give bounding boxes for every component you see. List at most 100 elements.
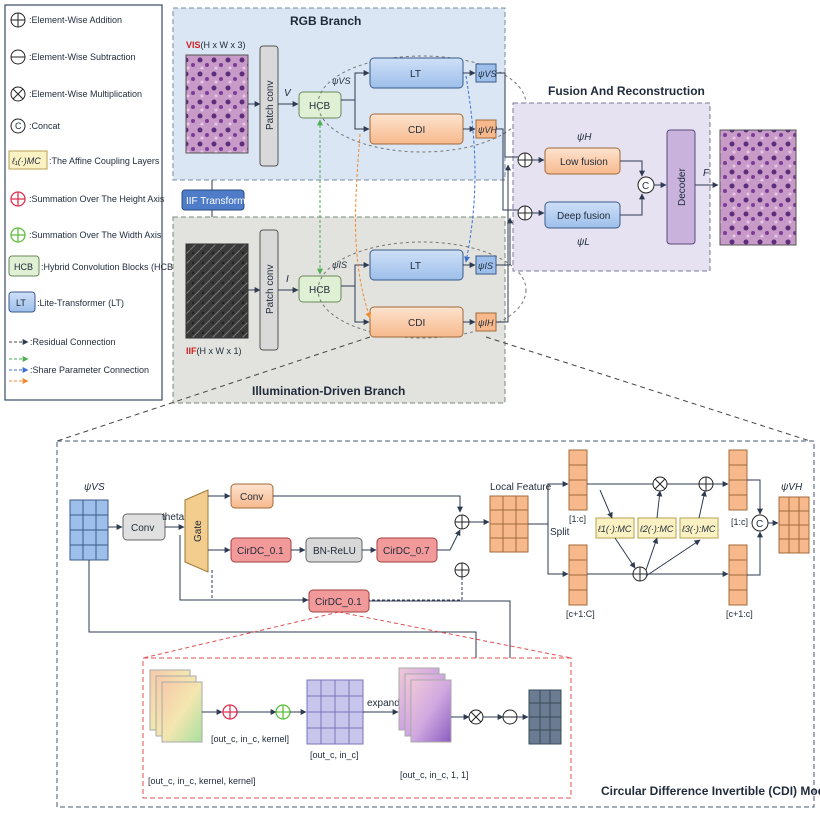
legend-item-share: :Share Parameter Connection: [9, 356, 149, 384]
iif-input-image: [185, 243, 249, 339]
legend-item-width-sum: :Summation Over The Width Axis: [10, 227, 162, 243]
illum-dashed-loop: [317, 241, 527, 339]
legend-frame: [4, 4, 163, 401]
svg-text:HCB: HCB: [14, 262, 33, 272]
right-bottom-label: [c+1:c]: [726, 609, 753, 619]
split-bottom-label: [c+1:C]: [566, 609, 595, 619]
iif-label: IIF(H x W x 1): [186, 346, 242, 356]
svg-text:ℓ2(·):MC: ℓ2(·):MC: [639, 524, 674, 534]
svg-text:Patch conv: Patch conv: [265, 265, 276, 314]
cdi-input-psi: ψVS: [84, 482, 105, 493]
legend-item-height-sum: :Summation Over The Height Axis: [10, 191, 165, 207]
legend-item-addition: :Element-Wise Addition: [10, 12, 122, 28]
cirdc-output-tensor: [528, 689, 562, 745]
svg-text:Decoder: Decoder: [677, 168, 688, 206]
rgb-branch-title: RGB Branch: [290, 14, 361, 28]
svg-text:ψIS: ψIS: [478, 261, 493, 271]
legend-label: :Residual Connection: [30, 337, 116, 347]
legend-label: :Element-Wise Multiplication: [29, 89, 142, 99]
svg-text:Low fusion: Low fusion: [560, 157, 608, 168]
fusion-reconstruction: Fusion And Reconstruction ψH Low fusion …: [496, 72, 797, 323]
rgb-hcb: [298, 91, 342, 119]
svg-text:CirDC_0.7: CirDC_0.7: [383, 546, 430, 557]
svg-text:CirDC_0.1: CirDC_0.1: [237, 546, 284, 557]
legend-label: :Summation Over The Width Axis: [29, 230, 162, 240]
expand-label: expand: [367, 698, 400, 709]
legend-label: :Element-Wise Subtraction: [29, 52, 136, 62]
psi-h-label: ψH: [577, 132, 592, 143]
affine-coupling-icon: [8, 150, 48, 170]
legend-label: :Share Parameter Connection: [30, 365, 149, 375]
share-parameter-connections: [317, 75, 476, 319]
svg-text:LT: LT: [16, 298, 26, 308]
f-label: F: [703, 168, 710, 179]
rgb-branch: RGB Branch VIS(H x W x 3) Patch conv V H…: [172, 7, 527, 181]
legend-label: :Concat: [29, 121, 61, 131]
svg-text:Gate: Gate: [193, 520, 204, 542]
legend-item-residual: :Residual Connection: [9, 337, 116, 347]
vis-label: VIS(H x W x 3): [186, 40, 246, 50]
svg-text:CirDC_0.1: CirDC_0.1: [315, 597, 362, 608]
local-feature-label: Local Feature: [490, 482, 552, 493]
legend-label: :Hybrid Convolution Blocks (HCB): [41, 262, 176, 272]
svg-text:Patch conv: Patch conv: [265, 81, 276, 130]
i-label: I: [286, 274, 289, 285]
decoder: [666, 129, 696, 245]
fusion-title: Fusion And Reconstruction: [548, 84, 705, 98]
svg-text:Conv: Conv: [240, 492, 263, 503]
gate: [184, 489, 209, 573]
split-top-tensor: [568, 449, 588, 511]
svg-text:ψVS: ψVS: [478, 69, 497, 79]
kernel-matrix: [306, 679, 364, 745]
svg-text:HCB: HCB: [309, 285, 330, 296]
right-top-tensor: [728, 449, 748, 511]
rgb-psi-s: ψVS: [332, 76, 351, 86]
legend-item-lt: LT :Lite-Transformer (LT): [8, 291, 124, 313]
iif-transform-box: [181, 189, 245, 211]
svg-text:Conv: Conv: [131, 523, 154, 534]
legend-label: :Summation Over The Height Axis: [29, 194, 165, 204]
svg-text:LT: LT: [410, 261, 421, 272]
v-label: V: [284, 88, 292, 99]
illumination-branch: IIF(H x W x 1) Patch conv I HCB ψIS LT C…: [172, 216, 527, 404]
vis-input-image: [185, 54, 249, 154]
cdi-output-psi: ψVH: [781, 482, 803, 493]
legend-label: :The Affine Coupling Layers: [49, 156, 160, 166]
right-top-label: [1:c]: [731, 517, 748, 527]
svg-text:IIF Transform: IIF Transform: [186, 196, 245, 207]
svg-text:Deep fusion: Deep fusion: [557, 211, 610, 222]
svg-text:LT: LT: [410, 69, 421, 80]
zoom-line-left: [56, 336, 371, 442]
svg-text:ℓ1(·):MC: ℓ1(·):MC: [597, 524, 632, 534]
legend-item-hcb: HCB :Hybrid Convolution Blocks (HCB): [8, 255, 176, 277]
theta-label: theta: [162, 512, 185, 523]
svg-text:ℓ₁(·)MC: ℓ₁(·)MC: [11, 156, 41, 166]
right-bottom-tensor: [728, 544, 748, 606]
kernel-stack-1: [149, 669, 203, 743]
shape3-label: [out_c, in_c]: [310, 750, 359, 760]
legend-label: :Element-Wise Addition: [29, 15, 122, 25]
svg-text:BN-ReLU: BN-ReLU: [313, 546, 356, 557]
illum-psi-s: ψIS: [332, 260, 347, 270]
legend-item-subtraction: :Element-Wise Subtraction: [10, 49, 136, 65]
legend-label: :Lite-Transformer (LT): [37, 298, 124, 308]
svg-text:ψVH: ψVH: [478, 125, 498, 135]
svg-text:ψIH: ψIH: [478, 318, 494, 328]
fused-output-image: [719, 129, 797, 246]
illumination-branch-title: Illumination-Driven Branch: [252, 384, 405, 398]
svg-text:ℓ3(·):MC: ℓ3(·):MC: [681, 524, 716, 534]
concat-icon: [10, 118, 26, 134]
rgb-patch-conv: [259, 45, 279, 167]
split-bottom-tensor: [568, 544, 588, 606]
legend: :Element-Wise Addition :Element-Wise Sub…: [4, 4, 176, 401]
split-top-label: [1:c]: [569, 514, 586, 524]
cdi-module-title: Circular Difference Invertible (CDI) Mod…: [601, 784, 820, 798]
shape4-label: [out_c, in_c, 1, 1]: [400, 770, 469, 780]
legend-item-multiplication: :Element-Wise Multiplication: [10, 86, 142, 102]
svg-text:C: C: [642, 181, 649, 192]
svg-text:CDI: CDI: [408, 318, 425, 329]
cirdc-detail: [out_c, in_c, kernel, kernel] [out_c, in…: [142, 657, 572, 799]
shape2-label: [out_c, in_c, kernel]: [211, 734, 289, 744]
svg-text:C: C: [756, 519, 763, 530]
